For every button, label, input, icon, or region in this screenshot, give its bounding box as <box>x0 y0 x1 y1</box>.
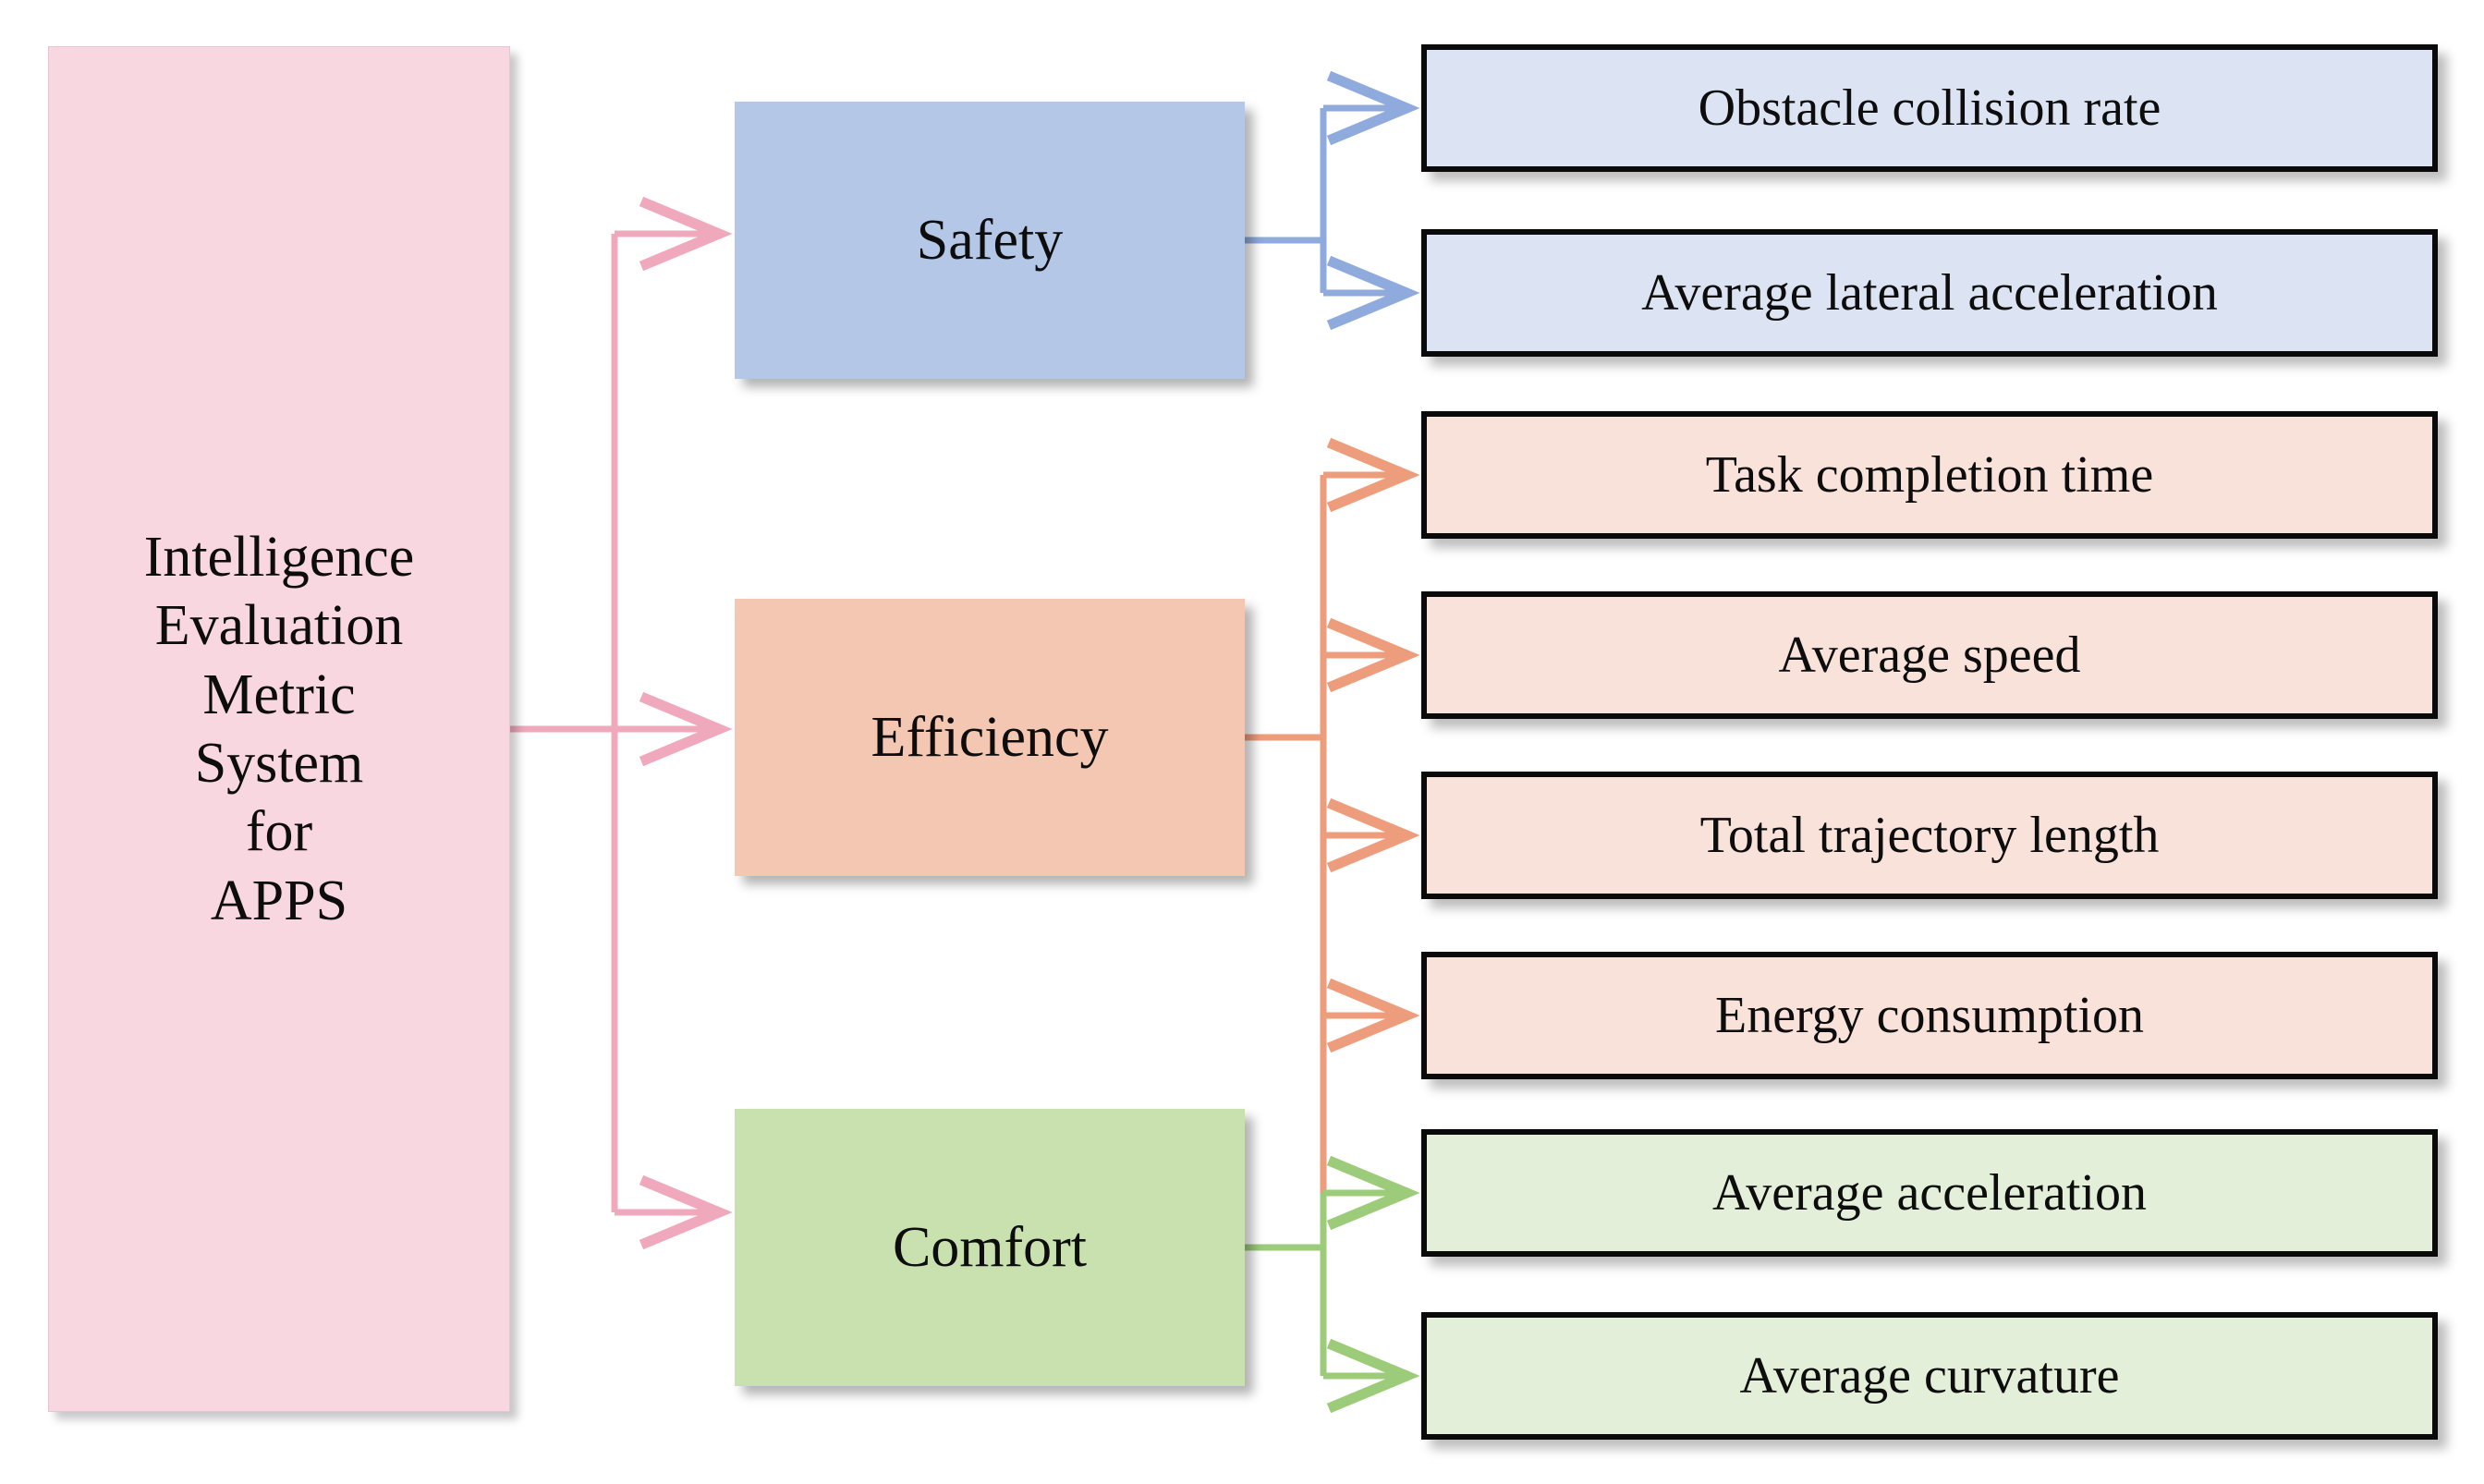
connector-efficiency-group <box>1245 437 1420 1376</box>
category-node-label-comfort: Comfort <box>892 1215 1088 1279</box>
metric-node-label: Average lateral acceleration <box>1641 264 2218 322</box>
root-node-intelligence-evaluation-metric-system: Intelligence Evaluation Metric System fo… <box>48 46 510 1412</box>
metric-node-task-completion-time: Task completion time <box>1421 411 2438 539</box>
category-node-comfort: Comfort <box>735 1109 1245 1386</box>
metric-node-average-speed: Average speed <box>1421 591 2438 719</box>
category-node-label-safety: Safety <box>916 208 1064 272</box>
category-node-efficiency: Efficiency <box>735 599 1245 876</box>
root-node-label: Intelligence Evaluation Metric System fo… <box>143 525 415 932</box>
metric-node-average-acceleration: Average acceleration <box>1421 1129 2438 1257</box>
metric-node-label: Total trajectory length <box>1699 807 2160 864</box>
metric-node-label: Average curvature <box>1739 1347 2120 1405</box>
metric-node-obstacle-collision-rate: Obstacle collision rate <box>1421 44 2438 172</box>
metric-node-label: Average acceleration <box>1712 1164 2147 1222</box>
metric-node-average-curvature: Average curvature <box>1421 1312 2438 1440</box>
metric-node-label: Average speed <box>1778 626 2081 684</box>
metric-node-energy-consumption: Energy consumption <box>1421 952 2438 1079</box>
metric-node-label: Energy consumption <box>1714 987 2145 1044</box>
category-node-label-efficiency: Efficiency <box>871 705 1109 769</box>
metric-node-label: Obstacle collision rate <box>1698 79 2161 137</box>
connector-root-group <box>510 196 733 1250</box>
metric-node-average-lateral-acceleration: Average lateral acceleration <box>1421 229 2438 357</box>
category-node-safety: Safety <box>735 102 1245 379</box>
connector-comfort-group <box>1245 1155 1420 1414</box>
connector-safety-group <box>1245 70 1420 331</box>
metric-node-total-trajectory-length: Total trajectory length <box>1421 772 2438 899</box>
metric-node-label: Task completion time <box>1705 446 2154 504</box>
